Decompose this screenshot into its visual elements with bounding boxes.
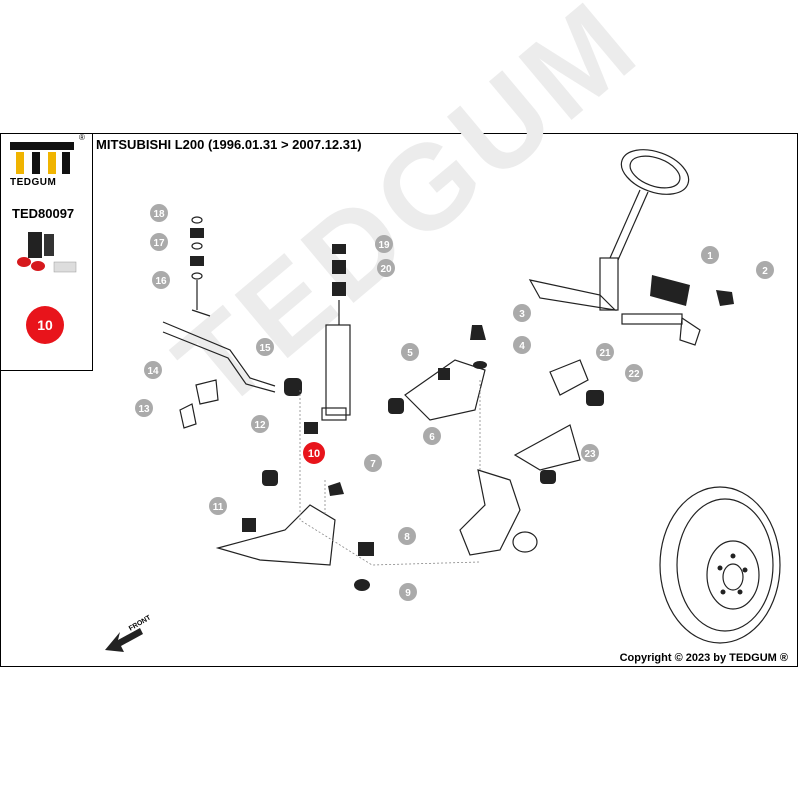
callout-21: 21 bbox=[596, 343, 614, 361]
part-code: TED80097 bbox=[12, 206, 75, 221]
callout-15: 15 bbox=[256, 338, 274, 356]
front-arrow-icon bbox=[105, 628, 143, 652]
callout-5: 5 bbox=[401, 343, 419, 361]
svg-text:14: 14 bbox=[147, 366, 159, 377]
lower-control-arm bbox=[215, 470, 344, 566]
svg-text:20: 20 bbox=[380, 264, 392, 275]
svg-text:3: 3 bbox=[519, 309, 525, 320]
callout-2: 2 bbox=[756, 261, 774, 279]
svg-text:11: 11 bbox=[213, 502, 224, 513]
upper-control-arm bbox=[388, 325, 487, 421]
callout-16: 16 bbox=[152, 271, 170, 289]
svg-text:13: 13 bbox=[138, 404, 150, 415]
bushing-15 bbox=[284, 378, 302, 396]
callout-17: 17 bbox=[150, 233, 168, 251]
callout-9: 9 bbox=[399, 583, 417, 601]
svg-text:10: 10 bbox=[308, 448, 320, 460]
part-2-shape bbox=[716, 290, 734, 306]
svg-text:17: 17 bbox=[153, 238, 165, 249]
callout-23: 23 bbox=[581, 444, 599, 462]
wheel bbox=[659, 486, 781, 644]
svg-text:15: 15 bbox=[259, 343, 271, 354]
svg-text:8: 8 bbox=[404, 532, 410, 543]
svg-text:1: 1 bbox=[707, 251, 713, 262]
svg-text:19: 19 bbox=[378, 240, 390, 251]
copyright-text: Copyright © 2023 by TEDGUM ® bbox=[619, 652, 788, 664]
svg-text:22: 22 bbox=[628, 369, 640, 380]
callout-3: 3 bbox=[513, 304, 531, 322]
highlight-badge-label: 10 bbox=[37, 317, 53, 333]
stabilizer-bar bbox=[162, 280, 276, 429]
callout-6: 6 bbox=[423, 427, 441, 445]
callout-8: 8 bbox=[398, 527, 416, 545]
steering-knuckle bbox=[459, 469, 538, 556]
tension-arm bbox=[513, 359, 604, 484]
steering-assembly bbox=[528, 149, 701, 346]
brand-name: TEDGUM bbox=[10, 177, 57, 188]
callout-7: 7 bbox=[364, 454, 382, 472]
svg-text:4: 4 bbox=[519, 341, 525, 352]
page-title: MITSUBISHI L200 (1996.01.31 > 2007.12.31… bbox=[96, 137, 362, 152]
svg-text:12: 12 bbox=[254, 420, 266, 431]
callout-18: 18 bbox=[150, 204, 168, 222]
callout-22: 22 bbox=[625, 364, 643, 382]
svg-text:16: 16 bbox=[155, 276, 167, 287]
svg-text:9: 9 bbox=[405, 588, 411, 599]
product-photo bbox=[17, 232, 77, 273]
svg-text:5: 5 bbox=[407, 348, 413, 359]
callout-11: 11 bbox=[209, 497, 227, 515]
svg-text:2: 2 bbox=[762, 266, 768, 277]
callout-4: 4 bbox=[513, 336, 531, 354]
svg-text:18: 18 bbox=[153, 209, 165, 220]
svg-text:6: 6 bbox=[429, 432, 435, 443]
svg-text:21: 21 bbox=[599, 348, 611, 359]
svg-text:7: 7 bbox=[370, 459, 376, 470]
callout-14: 14 bbox=[144, 361, 162, 379]
registered-mark: ® bbox=[79, 133, 85, 142]
steering-boot bbox=[650, 275, 690, 306]
bushing-12 bbox=[304, 422, 318, 434]
tedgum-logo-icon bbox=[10, 142, 74, 174]
shock-absorber bbox=[321, 244, 351, 421]
highlight-badge: 10 bbox=[26, 306, 64, 344]
callout-1: 1 bbox=[701, 246, 719, 264]
callout-20: 20 bbox=[377, 259, 395, 277]
callout-10: 10 bbox=[303, 442, 325, 464]
callout-19: 19 bbox=[375, 235, 393, 253]
stabilizer-bushing-stack bbox=[190, 216, 204, 280]
callout-13: 13 bbox=[135, 399, 153, 417]
svg-text:23: 23 bbox=[584, 449, 596, 460]
leader-lines bbox=[299, 380, 481, 566]
callout-12: 12 bbox=[251, 415, 269, 433]
ball-joint bbox=[354, 542, 374, 591]
